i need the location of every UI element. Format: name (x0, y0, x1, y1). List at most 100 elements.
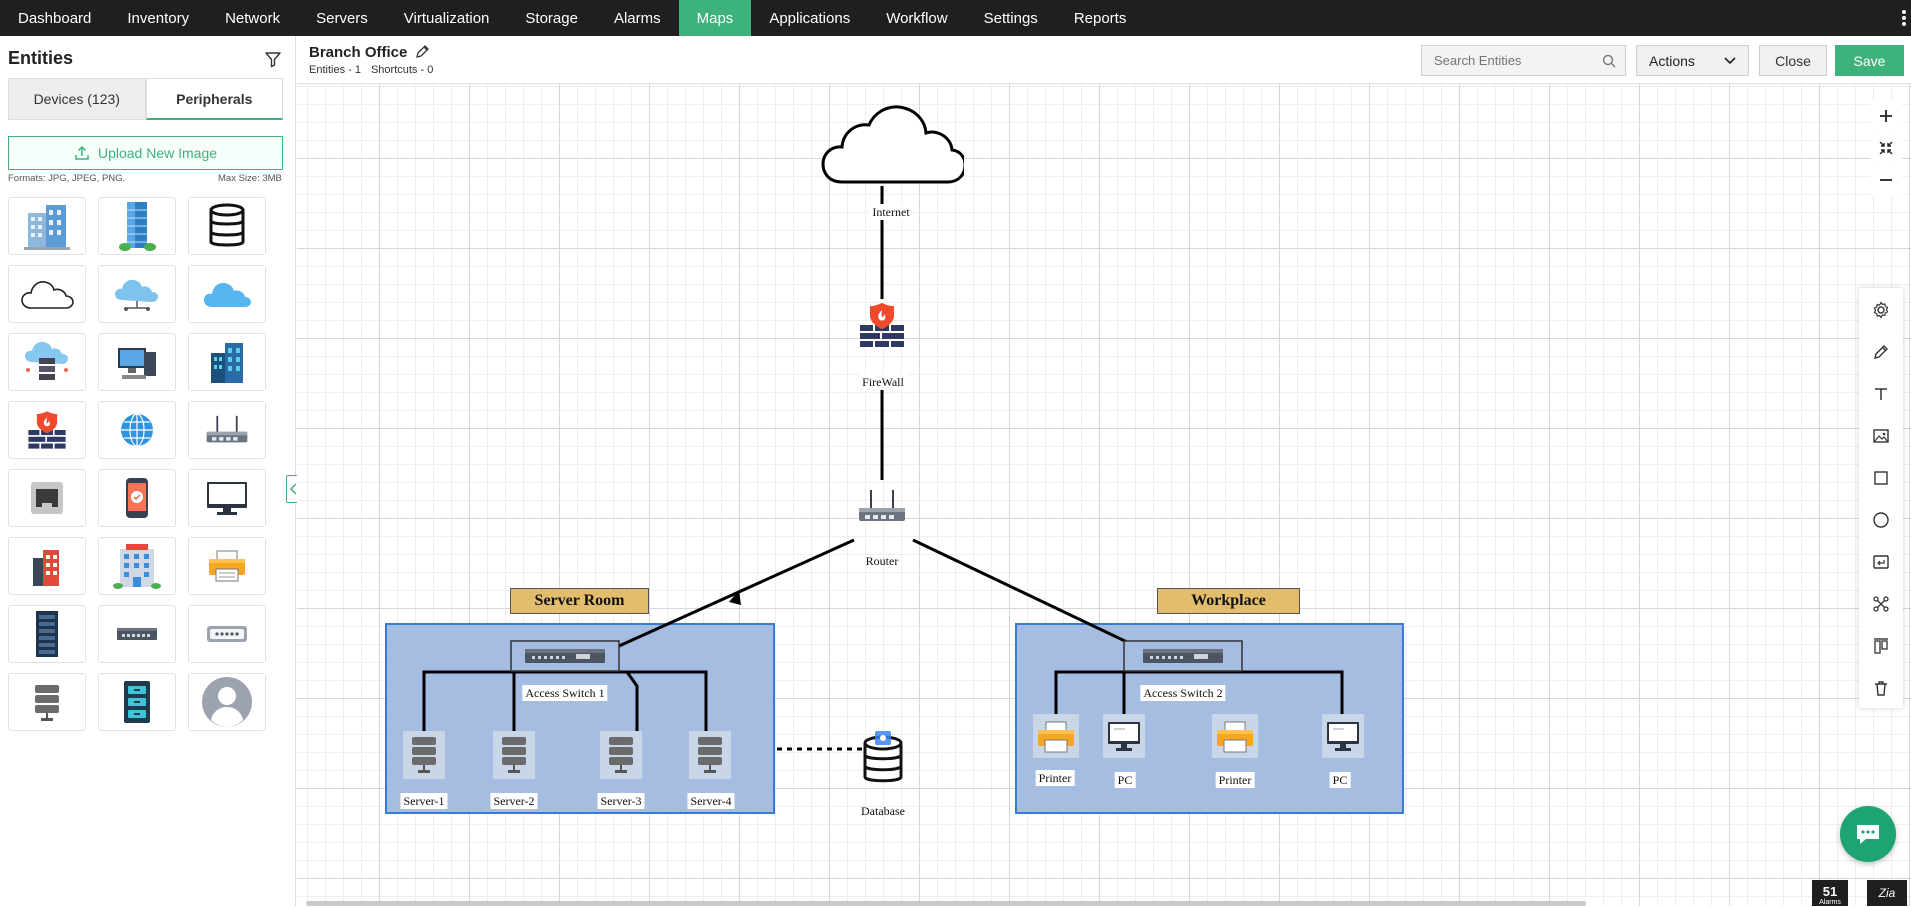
nav-workflow[interactable]: Workflow (886, 9, 948, 27)
actions-dropdown[interactable]: Actions (1636, 45, 1749, 76)
upload-image-button[interactable]: Upload New Image (8, 136, 283, 170)
zoom-in-button[interactable] (1870, 101, 1902, 131)
image-server-stack[interactable] (8, 673, 86, 731)
printer-2-icon[interactable] (1212, 714, 1258, 758)
image-hotel-building[interactable] (98, 537, 176, 595)
filter-icon[interactable] (264, 50, 282, 68)
image-storage-cabinet[interactable] (98, 673, 176, 731)
image-switch[interactable] (98, 605, 176, 663)
printer-1-icon[interactable] (1033, 714, 1079, 758)
access-switch-2-icon[interactable] (1123, 640, 1243, 672)
image-cloud-outline[interactable] (8, 265, 86, 323)
pc-1-icon[interactable] (1103, 714, 1145, 758)
server-1-icon[interactable] (403, 731, 445, 779)
nav-dashboard[interactable]: Dashboard (18, 9, 92, 27)
firewall-label[interactable]: FireWall (859, 374, 907, 390)
entities-count: Entities - 1 (309, 64, 361, 76)
pc-2-label[interactable]: PC (1329, 772, 1351, 788)
printer-1-label[interactable]: Printer (1035, 770, 1075, 786)
server-2-label[interactable]: Server-2 (490, 793, 538, 809)
nav-servers[interactable]: Servers (316, 9, 368, 27)
nav-settings[interactable]: Settings (983, 9, 1038, 27)
fit-screen-button[interactable] (1870, 133, 1902, 163)
zone-label-workplace[interactable]: Workplace (1157, 588, 1300, 614)
router-node-icon[interactable] (856, 488, 908, 528)
zoom-in-icon (1880, 110, 1892, 122)
firewall-node-icon[interactable] (856, 299, 908, 351)
tool-pencil[interactable] (1859, 337, 1903, 367)
nav-storage[interactable]: Storage (525, 9, 578, 27)
server-4-label[interactable]: Server-4 (687, 793, 735, 809)
image-skyscraper[interactable] (98, 197, 176, 255)
image-cloud-server[interactable] (8, 333, 86, 391)
image-monitor[interactable] (188, 469, 266, 527)
pc-1-label[interactable]: PC (1114, 772, 1136, 788)
image-cloud-blue[interactable] (188, 265, 266, 323)
horizontal-scrollbar[interactable] (306, 901, 1586, 906)
nav-virtualization[interactable]: Virtualization (403, 9, 490, 27)
close-button[interactable]: Close (1759, 45, 1827, 76)
zia-button[interactable]: Zia (1867, 880, 1907, 906)
alarms-counter[interactable]: 51 Alarms (1812, 880, 1848, 906)
image-network-port[interactable] (8, 469, 86, 527)
access-switch-2-label[interactable]: Access Switch 2 (1140, 685, 1226, 701)
tool-connect[interactable] (1859, 589, 1903, 619)
nav-applications[interactable]: Applications (769, 9, 851, 27)
server-2-icon[interactable] (493, 731, 535, 779)
tool-image[interactable] (1859, 421, 1903, 451)
image-firewall[interactable] (8, 401, 86, 459)
nav-alarms[interactable]: Alarms (613, 9, 661, 27)
internet-cloud-icon[interactable] (820, 104, 964, 186)
internet-label[interactable]: Internet (869, 204, 913, 220)
image-mobile-device[interactable] (98, 469, 176, 527)
nav-network[interactable]: Network (225, 9, 281, 27)
server-1-label[interactable]: Server-1 (400, 793, 448, 809)
more-menu-icon[interactable] (1901, 10, 1907, 26)
nav-maps[interactable]: Maps (678, 0, 752, 36)
tool-settings[interactable] (1859, 295, 1903, 325)
image-globe[interactable] (98, 401, 176, 459)
save-button[interactable]: Save (1835, 45, 1904, 76)
tab-peripherals[interactable]: Peripherals (145, 78, 283, 120)
image-server-rack[interactable] (8, 605, 86, 663)
image-office-building[interactable] (8, 197, 86, 255)
zoom-out-button[interactable] (1870, 165, 1902, 195)
image-workstation[interactable] (98, 333, 176, 391)
search-input[interactable] (1434, 53, 1594, 68)
tool-align[interactable] (1859, 631, 1903, 661)
nav-inventory[interactable]: Inventory (127, 9, 190, 27)
tool-circle[interactable] (1859, 505, 1903, 535)
edit-title-icon[interactable] (415, 44, 430, 59)
image-printer[interactable] (188, 537, 266, 595)
tool-square[interactable] (1859, 463, 1903, 493)
image-user-avatar[interactable] (188, 673, 266, 731)
nav-reports[interactable]: Reports (1073, 9, 1127, 27)
image-cloud-network[interactable] (98, 265, 176, 323)
router-label[interactable]: Router (865, 554, 899, 568)
zone-label-server-room[interactable]: Server Room (510, 588, 649, 614)
image-router[interactable] (188, 401, 266, 459)
pc-2-icon[interactable] (1322, 714, 1364, 758)
chat-button[interactable] (1840, 806, 1896, 862)
tab-devices[interactable]: Devices (123) (8, 78, 146, 120)
database-node-icon[interactable] (861, 729, 905, 785)
access-switch-1-icon[interactable] (510, 640, 620, 672)
server-3-label[interactable]: Server-3 (597, 793, 645, 809)
shortcuts-count: Shortcuts - 0 (370, 64, 434, 76)
map-title: Branch Office (309, 44, 408, 61)
map-canvas[interactable]: Server Room Workplace Internet FireWall … (297, 84, 1911, 906)
printer-2-label[interactable]: Printer (1215, 772, 1255, 788)
search-icon[interactable] (1602, 54, 1616, 68)
database-label[interactable]: Database (861, 804, 905, 818)
image-building-blue[interactable] (188, 333, 266, 391)
image-building-red[interactable] (8, 537, 86, 595)
image-database[interactable] (188, 197, 266, 255)
tool-delete[interactable] (1859, 673, 1903, 703)
server-4-icon[interactable] (689, 731, 731, 779)
tool-text[interactable] (1859, 379, 1903, 409)
search-entities[interactable] (1421, 45, 1626, 76)
access-switch-1-label[interactable]: Access Switch 1 (522, 685, 608, 701)
image-patch-panel[interactable] (188, 605, 266, 663)
tool-label[interactable] (1859, 547, 1903, 577)
server-3-icon[interactable] (600, 731, 642, 779)
